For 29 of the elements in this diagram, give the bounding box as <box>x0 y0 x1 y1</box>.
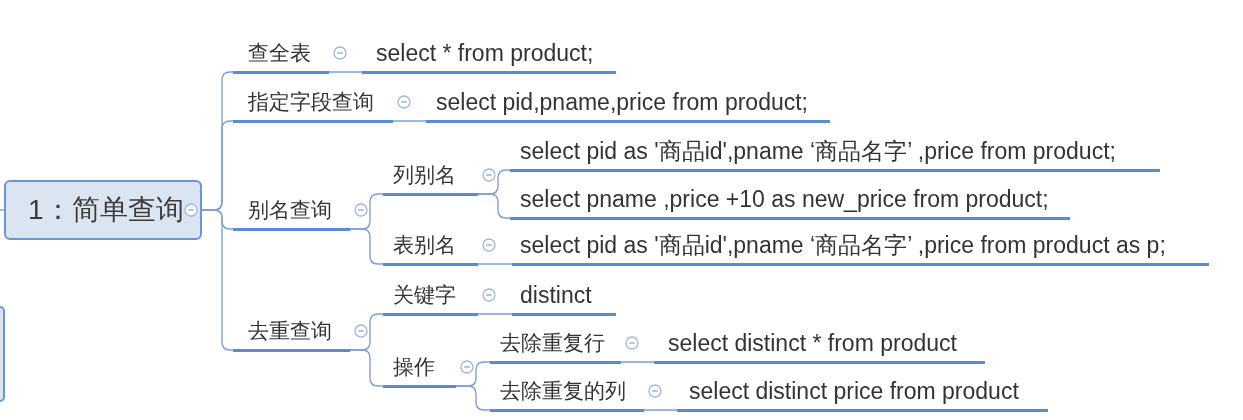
topic-text: 去除重复的列 <box>500 377 626 404</box>
sql-statement: select distinct price from product <box>689 376 1019 405</box>
sql-statement: select distinct * from product <box>668 328 957 357</box>
connector-line <box>643 409 678 411</box>
sql-statement: select pid,pname,price from product; <box>436 87 808 116</box>
sql-statement: distinct <box>520 280 592 309</box>
connector-line <box>201 209 234 351</box>
connector-line <box>0 209 5 211</box>
sql-statement: select pid as '商品id',pname ‘商品名字’ ,price from product as p; <box>520 230 1166 259</box>
topic-text: 表别名 <box>393 231 456 258</box>
connector-line <box>620 361 655 363</box>
topic-title: 1：简单查询 <box>28 193 184 227</box>
topic-text: 去重查询 <box>248 317 332 344</box>
topic-text: 去除重复行 <box>500 329 605 356</box>
partial-box <box>0 306 5 402</box>
topic-text: 操作 <box>393 353 435 380</box>
connector-line <box>477 263 513 265</box>
sql-statement: select * from product; <box>376 38 594 67</box>
sql-statement: select pname ,price +10 as new_price from product; <box>520 184 1049 213</box>
topic-text: 指定字段查询 <box>248 88 374 115</box>
topic-text: 别名查询 <box>248 196 332 223</box>
topic-box <box>4 180 202 240</box>
connector-line <box>392 120 427 122</box>
connector-line <box>328 71 363 73</box>
sql-statement: select pid as '商品id',pname ‘商品名字’ ,price from product; <box>520 136 1116 165</box>
topic-text: 列别名 <box>393 161 456 188</box>
connector-line <box>477 313 513 315</box>
topic-text: 查全表 <box>248 39 311 66</box>
topic-text: 关键字 <box>393 281 456 308</box>
